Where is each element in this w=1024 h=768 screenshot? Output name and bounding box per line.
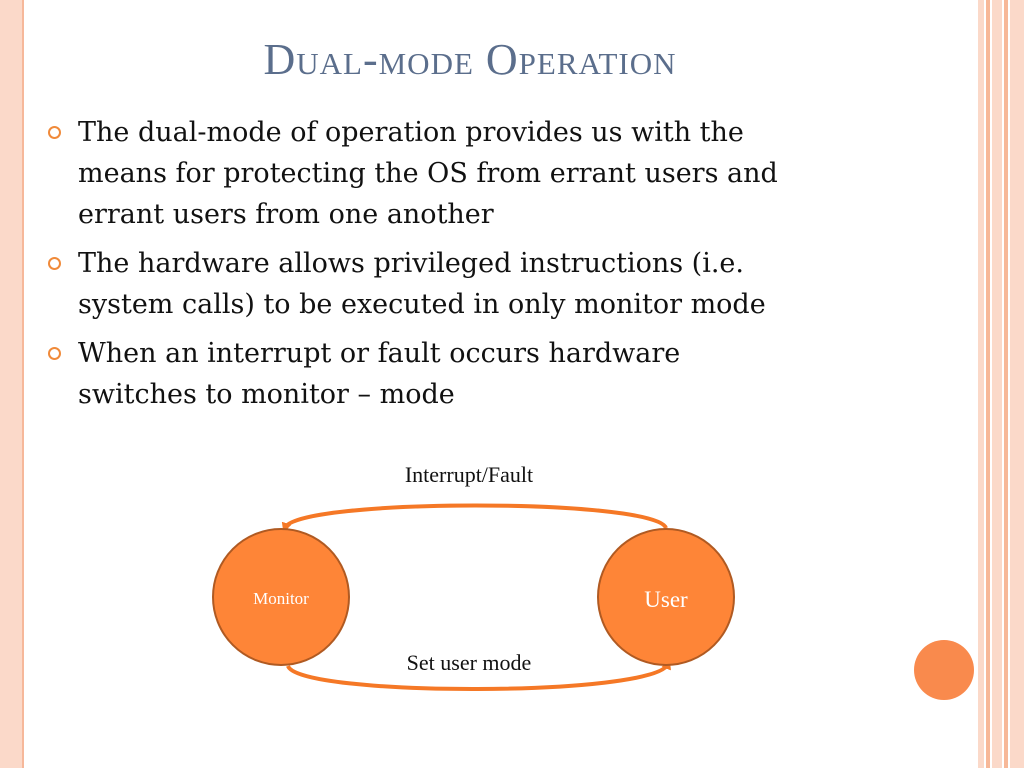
bullet-line: system calls) to be executed in only mon… bbox=[78, 289, 766, 320]
set-user-mode-label: Set user mode bbox=[407, 650, 532, 675]
bullet-item: The dual-mode of operation provides us w… bbox=[48, 112, 908, 235]
right-stripes-decoration bbox=[978, 0, 1024, 768]
monitor-node bbox=[212, 528, 350, 666]
bullet-line: means for protecting the OS from errant … bbox=[78, 158, 778, 189]
interrupt-fault-arrow bbox=[281, 503, 668, 533]
bullet-line: When an interrupt or fault occurs hardwa… bbox=[78, 338, 681, 369]
slide-title: Dual-mode Operation bbox=[263, 35, 677, 84]
bullet-line: The dual-mode of operation provides us w… bbox=[78, 117, 744, 148]
bullet-line: The hardware allows privileged instructi… bbox=[78, 248, 744, 279]
bullet-marker-icon bbox=[48, 126, 61, 139]
bullet-item: When an interrupt or fault occurs hardwa… bbox=[48, 333, 908, 415]
bullet-line: switches to monitor – mode bbox=[78, 379, 455, 410]
left-border-decoration bbox=[0, 0, 24, 768]
bullet-marker-icon bbox=[48, 257, 61, 270]
bullet-list: The dual-mode of operation provides us w… bbox=[48, 112, 908, 423]
user-node bbox=[597, 528, 735, 666]
bullet-marker-icon bbox=[48, 347, 61, 360]
set-user-mode-arrow bbox=[286, 659, 671, 691]
bullet-line: errant users from one another bbox=[78, 199, 494, 230]
interrupt-fault-label: Interrupt/Fault bbox=[405, 462, 533, 487]
user-node-label: User bbox=[644, 587, 688, 612]
bullet-item: The hardware allows privileged instructi… bbox=[48, 243, 908, 325]
decorative-circle bbox=[914, 640, 974, 700]
monitor-node-label: Monitor bbox=[253, 589, 309, 608]
